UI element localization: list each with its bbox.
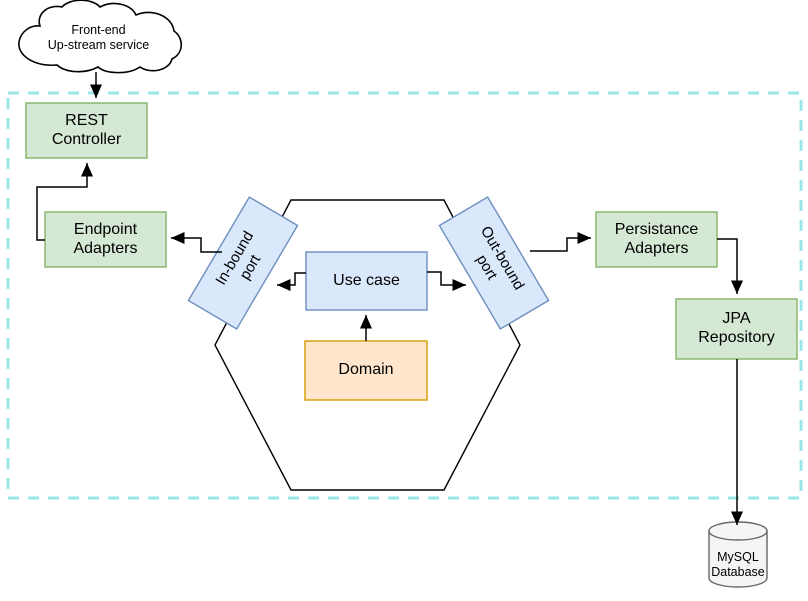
edge-persistance-to-jpa	[717, 238, 743, 294]
rest-controller-box[interactable]	[25, 102, 148, 159]
edge-inbound-to-endpoint	[171, 232, 222, 253]
edge-usecase-to-outbound	[427, 271, 466, 291]
use-case-box[interactable]	[305, 251, 428, 311]
persistance-adapters-box[interactable]	[595, 211, 718, 268]
out-bound-port-box[interactable]	[438, 196, 550, 330]
in-bound-port-box[interactable]	[187, 196, 299, 330]
edge-endpoint-to-rest	[36, 163, 93, 241]
cloud-shape	[18, 0, 183, 74]
domain-box[interactable]	[304, 340, 428, 401]
jpa-repository-box[interactable]	[675, 298, 798, 360]
endpoint-adapters-box[interactable]	[44, 211, 167, 268]
mysql-database-cylinder[interactable]	[708, 521, 768, 588]
edge-usecase-to-inbound	[277, 272, 306, 291]
edge-outbound-to-persistance	[530, 232, 591, 252]
